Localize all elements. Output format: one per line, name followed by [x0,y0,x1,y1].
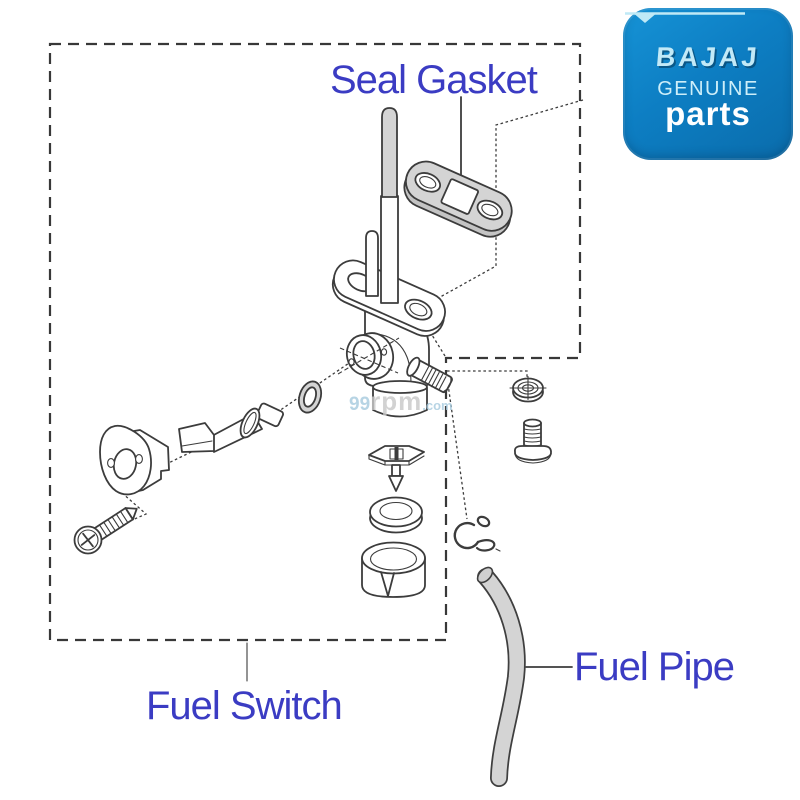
logo-underline-chevron [625,12,745,23]
fuel-switch-boundary [48,42,582,642]
bajaj-genuine-parts-logo: BAJAJ GENUINE parts [623,8,793,160]
mounting-screw [73,507,138,555]
logo-parts-text: parts [665,95,751,132]
seal-gasket-part [403,160,513,238]
pipe-clip [453,515,501,552]
logo-brand-text: BAJAJ [654,42,762,72]
lever-mount-bezel [337,332,400,380]
lever-plate [99,424,170,496]
seal-gasket-label: Seal Gasket [330,58,538,102]
fuel-lever [178,402,284,453]
fuel-switch-label: Fuel Switch [146,684,343,728]
flange-nut [509,375,547,403]
standpipe [365,107,399,304]
outlet-nozzle [406,356,453,394]
filter-cup [361,541,426,598]
fuel-pipe-label: Fuel Pipe [574,645,735,689]
bolt [513,418,552,464]
fuel-pipe-part [476,566,526,787]
o-ring [297,380,323,414]
label-leader-lines [246,96,573,682]
logo-genuine-text: GENUINE [657,78,759,100]
tap-plunger [368,445,425,492]
seal-ring [369,496,423,534]
leader-lines-dotted [112,99,584,522]
